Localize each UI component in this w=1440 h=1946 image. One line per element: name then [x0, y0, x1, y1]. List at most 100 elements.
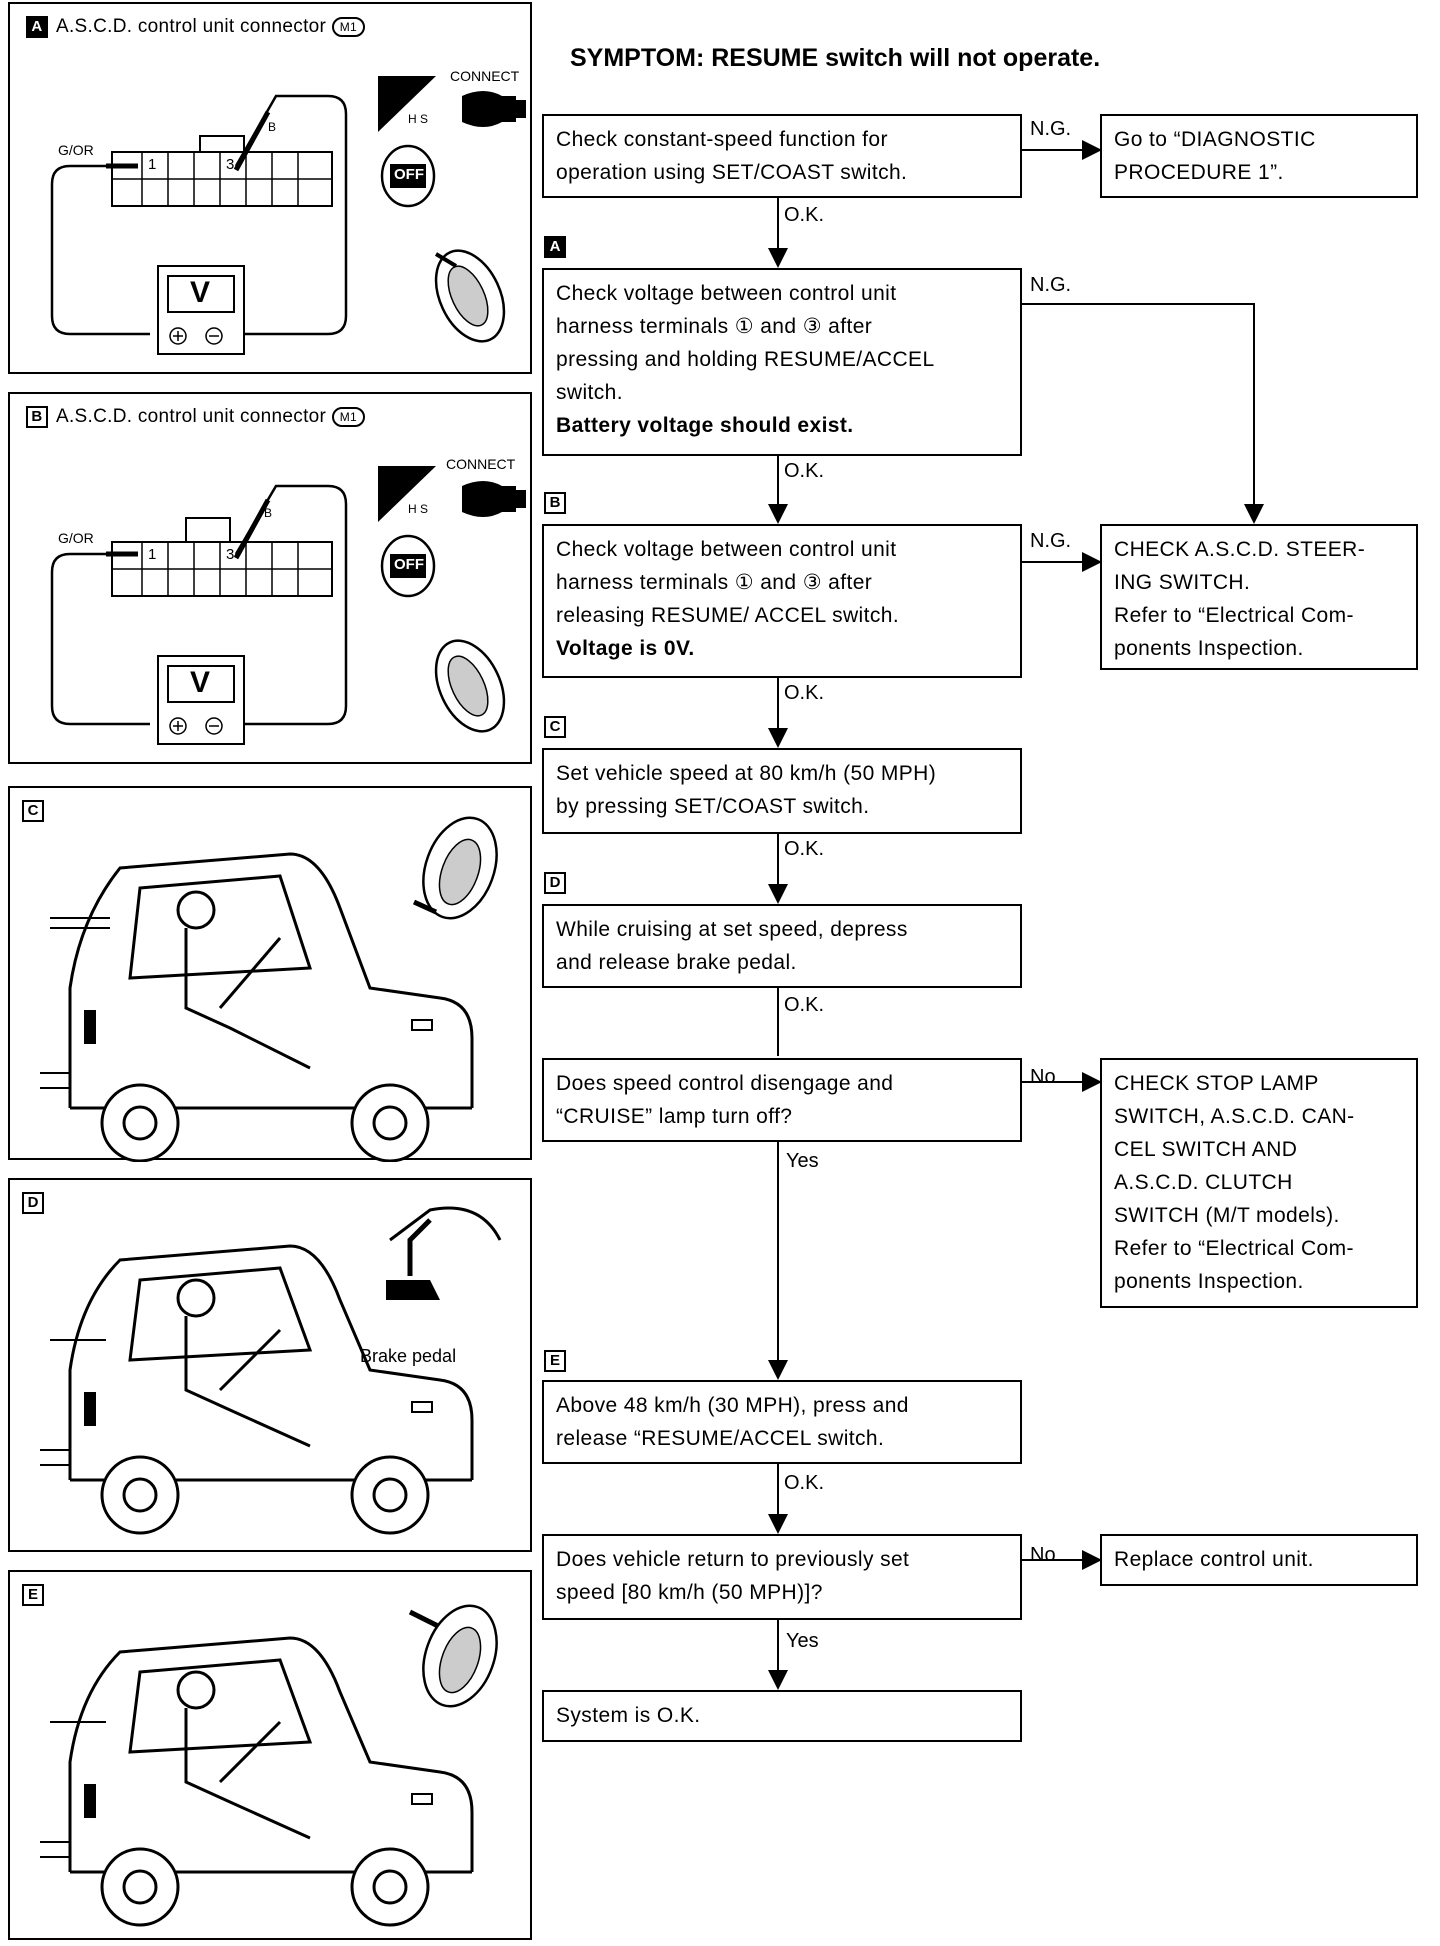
flow-box-diagnostic-procedure: Go to “DIAGNOSTIC PROCEDURE 1”. [1100, 114, 1418, 198]
flow-box-line: release “RESUME/ACCEL switch. [556, 1427, 885, 1450]
step-label-d: D [544, 872, 566, 894]
step-label-c: C [544, 716, 566, 738]
key-off-label: OFF [394, 166, 424, 183]
panel-d-letter: D [22, 1192, 44, 1214]
flow-box-step-c-set-speed: Set vehicle speed at 80 km/h (50 MPH) by… [542, 748, 1022, 834]
flow-box-line: harness terminals ① and ③ after [556, 315, 873, 338]
flow-box-line: Above 48 km/h (30 MPH), press and [556, 1394, 909, 1417]
flow-box-line: “CRUISE” lamp turn off? [556, 1105, 793, 1128]
panel-a-drawing [50, 76, 526, 355]
flow-box-line: Does speed control disengage and [556, 1072, 894, 1095]
pin-3-label: 3 [226, 546, 235, 563]
flow-box-line: SWITCH, A.S.C.D. CAN- [1114, 1105, 1355, 1128]
panel-b-letter: B [26, 406, 48, 428]
step-label-e: E [544, 1350, 566, 1372]
edge-label-yes: Yes [786, 1150, 819, 1172]
edge-label-ok: O.K. [784, 682, 825, 704]
connector-code-badge: M1 [331, 17, 366, 37]
wire-color-label: B [268, 120, 277, 134]
flow-box-step-a-voltage-holding: Check voltage between control unit harne… [542, 268, 1022, 456]
panel-b-title-text: A.S.C.D. control unit connector [56, 406, 327, 428]
flow-box-line: Check voltage between control unit [556, 538, 897, 561]
flow-box-line: Go to “DIAGNOSTIC [1114, 128, 1316, 151]
connect-label: CONNECT [446, 456, 516, 472]
edge-label-yes: Yes [786, 1630, 819, 1652]
panel-c-letter: C [22, 800, 44, 822]
panel-a-letter: A [26, 16, 48, 38]
flow-box-line: switch. [556, 381, 623, 404]
wire-color-label: B [264, 506, 273, 520]
flow-box-line: pressing and holding RESUME/ACCEL [556, 348, 935, 371]
panel-a-title-text: A.S.C.D. control unit connector [56, 16, 327, 38]
panel-d-brake: D Brake pedal [8, 1178, 532, 1552]
flow-box-line: Check voltage between control unit [556, 282, 897, 305]
hs-label: H S [408, 112, 429, 126]
flow-box-line: and release brake pedal. [556, 951, 797, 974]
panel-b-connector-check: B A.S.C.D. control unit connector M1 [8, 392, 532, 764]
pin-1-label: 1 [148, 546, 157, 563]
flow-box-line: Replace control unit. [1114, 1548, 1314, 1571]
panel-b-title: B A.S.C.D. control unit connector M1 [26, 406, 366, 428]
flow-box-return-speed-question: Does vehicle return to previously set sp… [542, 1534, 1022, 1620]
connector-code-badge: M1 [331, 407, 366, 427]
flow-box-step-e-resume: Above 48 km/h (30 MPH), press and releas… [542, 1380, 1022, 1464]
edge-label-ng: N.G. [1030, 274, 1072, 296]
step-label-b: B [544, 492, 566, 514]
flow-box-line: harness terminals ① and ③ after [556, 571, 873, 594]
flow-box-line: A.S.C.D. CLUTCH [1114, 1171, 1293, 1194]
flow-box-check-steering-switch: CHECK A.S.C.D. STEER- ING SWITCH. Refer … [1100, 524, 1418, 670]
flow-box-line: Refer to “Electrical Com- [1114, 1237, 1354, 1260]
edge-label-ok: O.K. [784, 994, 825, 1016]
panel-e-resume: E [8, 1570, 532, 1940]
flow-box-line: Set vehicle speed at 80 km/h (50 MPH) [556, 762, 937, 785]
flow-box-line: SWITCH (M/T models). [1114, 1204, 1340, 1227]
flow-box-expected-result: Voltage is 0V. [556, 637, 695, 660]
wire-label: G/OR [58, 530, 94, 546]
flow-box-line: CHECK STOP LAMP [1114, 1072, 1319, 1095]
panel-e-letter: E [22, 1584, 44, 1606]
flow-box-step-d-brake: While cruising at set speed, depress and… [542, 904, 1022, 988]
flow-box-check-constant-speed: Check constant-speed function for operat… [542, 114, 1022, 198]
panel-a-title: A A.S.C.D. control unit connector M1 [26, 16, 366, 38]
flow-box-step-b-voltage-released: Check voltage between control unit harne… [542, 524, 1022, 678]
flow-box-check-stop-lamp: CHECK STOP LAMP SWITCH, A.S.C.D. CAN- CE… [1100, 1058, 1418, 1308]
flow-box-line: Refer to “Electrical Com- [1114, 604, 1354, 627]
flow-box-line: by pressing SET/COAST switch. [556, 795, 870, 818]
edge-line [1022, 303, 1264, 524]
hs-label: H S [408, 502, 429, 516]
flow-box-replace-control-unit: Replace control unit. [1100, 1534, 1418, 1586]
flow-box-line: While cruising at set speed, depress [556, 918, 908, 941]
symptom-title: SYMPTOM: RESUME switch will not operate. [570, 44, 1101, 72]
panel-c-cruise-set: C [8, 786, 532, 1162]
flow-box-line: Check constant-speed function for [556, 128, 888, 151]
brake-pedal-caption: Brake pedal [360, 1346, 457, 1366]
flow-box-line: PROCEDURE 1”. [1114, 161, 1284, 184]
flow-box-line: ponents Inspection. [1114, 637, 1304, 660]
flow-box-disengage-question: Does speed control disengage and “CRUISE… [542, 1058, 1022, 1142]
flow-box-line: ING SWITCH. [1114, 571, 1251, 594]
flow-box-expected-result: Battery voltage should exist. [556, 414, 854, 437]
car-illustration [40, 1206, 502, 1535]
step-label-a: A [544, 236, 566, 258]
flow-box-line: releasing RESUME/ ACCEL switch. [556, 604, 900, 627]
edge-label-ok: O.K. [784, 460, 825, 482]
flow-box-line: System is O.K. [556, 1704, 701, 1727]
voltmeter-label: V [190, 276, 211, 309]
edge-label-no: No [1030, 1544, 1056, 1566]
edge-label-ng: N.G. [1030, 118, 1072, 140]
edge-label-ng: N.G. [1030, 530, 1072, 552]
key-off-label: OFF [394, 556, 424, 573]
pin-3-label: 3 [226, 156, 235, 173]
edge-label-ok: O.K. [784, 204, 825, 226]
flow-box-line: Does vehicle return to previously set [556, 1548, 910, 1571]
car-illustration [40, 816, 498, 1162]
flow-box-line: ponents Inspection. [1114, 1270, 1304, 1293]
flow-box-line: operation using SET/COAST switch. [556, 161, 908, 184]
edge-label-ok: O.K. [784, 1472, 825, 1494]
panel-b-drawing [50, 466, 526, 745]
car-illustration [40, 1604, 498, 1927]
panel-a-connector-check: A A.S.C.D. control unit connector M1 [8, 2, 532, 374]
pin-1-label: 1 [148, 156, 157, 173]
flow-box-line: CEL SWITCH AND [1114, 1138, 1298, 1161]
